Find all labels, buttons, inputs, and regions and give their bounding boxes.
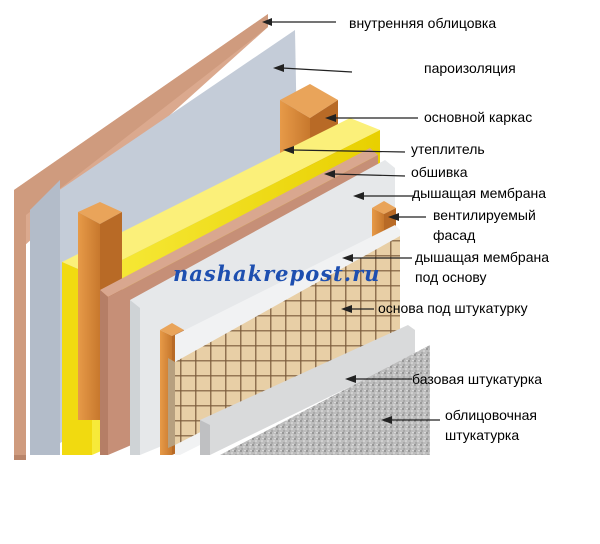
label-sheathing: обшивка [411, 164, 468, 180]
base-plaster-layer [200, 325, 415, 455]
label-plaster-base: основа под штукатурку [378, 300, 528, 316]
label-facing-plaster-1: облицовочная [445, 407, 537, 423]
plaster-base-mesh [168, 236, 400, 448]
label-inner-cladding: внутренняя облицовка [349, 15, 496, 31]
label-breathable-membrane: дышащая мембрана [412, 185, 546, 201]
label-base-plaster: базовая штукатурка [412, 371, 542, 387]
label-membrane-under-base-2: под основу [415, 269, 487, 285]
facing-plaster-layer [220, 345, 430, 455]
watermark: nashakrepost.ru [173, 261, 380, 286]
layer-labels: внутренняя облицовка пароизоляция основн… [349, 15, 549, 443]
label-insulation: утеплитель [411, 141, 485, 157]
label-membrane-under-base-1: дышащая мембрана [415, 249, 549, 265]
label-main-frame: основной каркас [424, 109, 532, 125]
label-ventilated-facade-2: фасад [433, 227, 475, 243]
label-ventilated-facade-1: вентилируемый [433, 207, 536, 223]
pointer-arrows [262, 18, 440, 424]
label-vapor-barrier: пароизоляция [424, 60, 516, 76]
label-facing-plaster-2: штукатурка [445, 427, 519, 443]
